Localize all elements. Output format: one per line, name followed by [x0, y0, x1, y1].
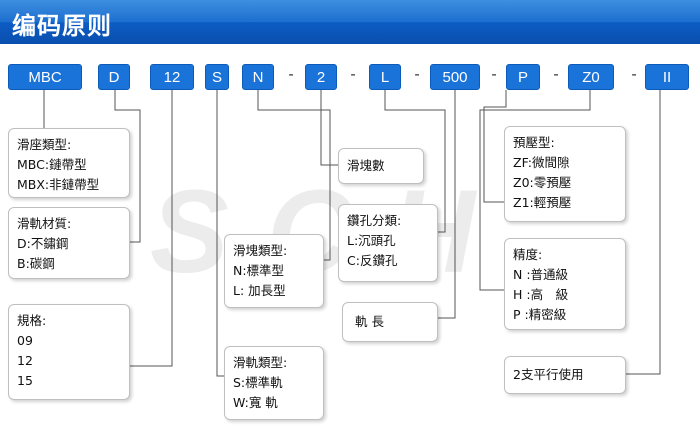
box-line: 15 [17, 373, 33, 388]
box-line: C:反鑽孔 [347, 253, 398, 268]
connector-rail-type [216, 90, 224, 377]
box-line: N:標準型 [233, 263, 285, 278]
box-line: 09 [17, 333, 33, 348]
code-separator: - [288, 66, 294, 83]
code-segment-preload: Z0 [568, 64, 614, 90]
box-line: 精度: [513, 247, 543, 262]
watermark-text: SCH [150, 166, 513, 298]
box-line: 2支平行使用 [513, 367, 584, 382]
box-line: Z0:零預壓 [513, 175, 572, 190]
code-segment-hole-type: L [369, 64, 401, 90]
connector-rail-length [437, 90, 456, 319]
box-line: 滑塊類型: [233, 243, 288, 258]
box-line: ZF:微間隙 [513, 155, 570, 170]
code-segment-accuracy: P [506, 64, 540, 90]
code-segment-rail-type: S [205, 64, 229, 90]
box-line: 12 [17, 353, 33, 368]
code-segment-material: D [98, 64, 130, 90]
header-bar: 编码原则 [0, 0, 700, 44]
box-line: N :普通級 [513, 267, 569, 282]
connector-size [130, 90, 173, 367]
box-line: B:碳鋼 [17, 256, 55, 271]
code-segment-series: MBC [8, 64, 82, 90]
page-title: 编码原则 [12, 12, 112, 40]
box-rail-type: 滑軌類型: S:標準軌 W:寬 軌 [224, 346, 324, 420]
box-line: W:寬 軌 [233, 395, 278, 410]
box-line: MBX:非鏈帶型 [17, 177, 100, 192]
box-line: 規格: [17, 313, 47, 328]
box-line: Z1:輕預壓 [513, 195, 572, 210]
box-block-type: 滑座類型: MBC:鏈帶型 MBX:非鏈帶型 [8, 128, 130, 198]
box-line: 滑座類型: [17, 137, 72, 152]
box-rail-material: 滑軌材質: D:不鏽鋼 B:碳鋼 [8, 207, 130, 279]
connector-parallel [626, 90, 661, 375]
box-line: H :高 級 [513, 287, 569, 302]
code-separator: - [631, 66, 637, 83]
code-segment-rail-length: 500 [430, 64, 480, 90]
connector-preload [483, 90, 507, 203]
code-separator: - [414, 66, 420, 83]
box-line: L: 加長型 [233, 283, 286, 298]
box-block-form: 滑塊類型: N:標準型 L: 加長型 [224, 234, 324, 308]
box-line: P :精密級 [513, 307, 567, 322]
box-line: 預壓型: [513, 135, 555, 150]
box-line: S:標準軌 [233, 375, 283, 390]
code-segment-size: 12 [150, 64, 194, 90]
box-line: MBC:鏈帶型 [17, 157, 87, 172]
box-line: D:不鏽鋼 [17, 236, 69, 251]
box-rail-length: 軌 長 [342, 302, 438, 342]
box-line: 鑽孔分類: [347, 213, 402, 228]
box-line: 軌 長 [355, 314, 384, 329]
code-segment-parallel: II [645, 64, 689, 90]
box-accuracy: 精度: N :普通級 H :高 級 P :精密級 [504, 238, 626, 330]
code-separator: - [350, 66, 356, 83]
code-separator: - [553, 66, 559, 83]
code-segment-block-count: 2 [305, 64, 337, 90]
box-line: 滑軌材質: [17, 216, 72, 231]
box-preload: 預壓型: ZF:微間隙 Z0:零預壓 Z1:輕預壓 [504, 126, 626, 222]
box-hole-type: 鑽孔分類: L:沉頭孔 C:反鑽孔 [338, 204, 438, 282]
box-line: 滑塊數 [347, 158, 385, 173]
box-line: L:沉頭孔 [347, 233, 396, 248]
box-block-count: 滑塊數 [338, 148, 424, 184]
box-parallel: 2支平行使用 [504, 356, 626, 394]
code-separator: - [491, 66, 497, 83]
box-line: 滑軌類型: [233, 355, 288, 370]
connector-block-count [320, 90, 338, 166]
code-segment-block-form: N [242, 64, 274, 90]
box-size: 規格: 09 12 15 [8, 304, 130, 400]
